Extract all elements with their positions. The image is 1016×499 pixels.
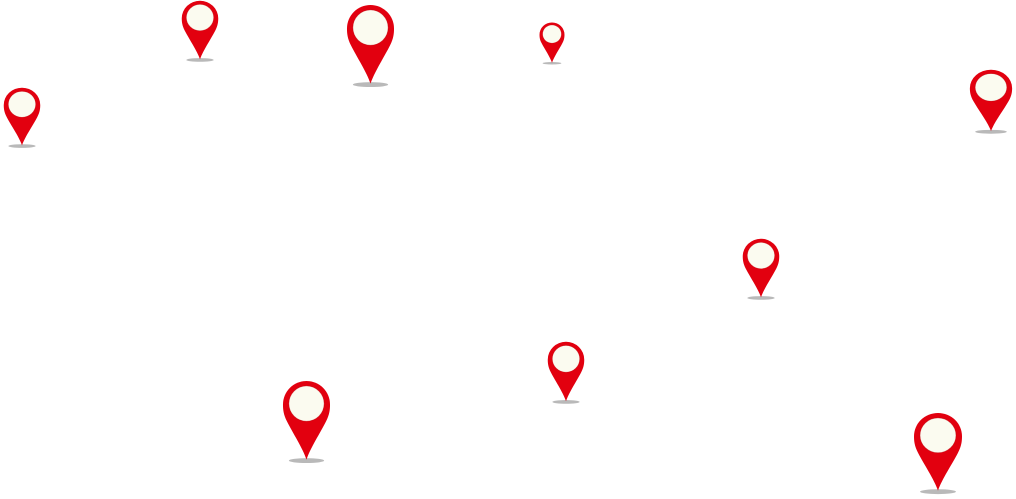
map-pin-icon[interactable]: [346, 4, 395, 90]
pin-dot: [8, 91, 36, 118]
pin-shadow: [352, 82, 389, 88]
map-pin-icon[interactable]: [3, 87, 41, 150]
pin-shadow: [920, 489, 956, 495]
pin-dot: [288, 385, 325, 422]
map-pin-icon[interactable]: [547, 341, 585, 406]
map-pin-icon[interactable]: [742, 238, 780, 302]
pin-dot-rim: [186, 4, 214, 31]
pin-dot: [920, 417, 956, 453]
pin-dot-rim: [974, 73, 1008, 102]
pin-dot-rim: [552, 345, 580, 373]
pin-dot: [186, 4, 214, 31]
pin-dot-rim: [919, 417, 957, 454]
map-pin-icon[interactable]: [913, 412, 963, 497]
pin-dot-rim: [747, 242, 775, 269]
pin-shadow: [8, 144, 36, 148]
pin-dot: [352, 9, 389, 46]
pin-dot-rim: [8, 91, 36, 118]
map-pin-icon[interactable]: [181, 0, 219, 64]
pin-shadow: [552, 400, 580, 404]
pin-shadow: [186, 58, 214, 62]
pin-shadow: [747, 296, 775, 300]
pin-dot: [747, 242, 775, 269]
map-pin-icon[interactable]: [539, 22, 565, 66]
pin-dot-rim: [352, 9, 389, 46]
pin-shadow: [542, 61, 562, 65]
pin-shadow: [288, 458, 325, 464]
map-pin-icon[interactable]: [282, 380, 331, 466]
pin-shadow: [975, 129, 1007, 134]
pin-dot: [552, 345, 580, 373]
pin-dot-rim: [542, 24, 562, 44]
pin-dot-rim: [288, 385, 325, 422]
pin-dot: [975, 73, 1007, 102]
map-pin-icon[interactable]: [969, 69, 1013, 136]
pin-dot: [542, 25, 562, 44]
